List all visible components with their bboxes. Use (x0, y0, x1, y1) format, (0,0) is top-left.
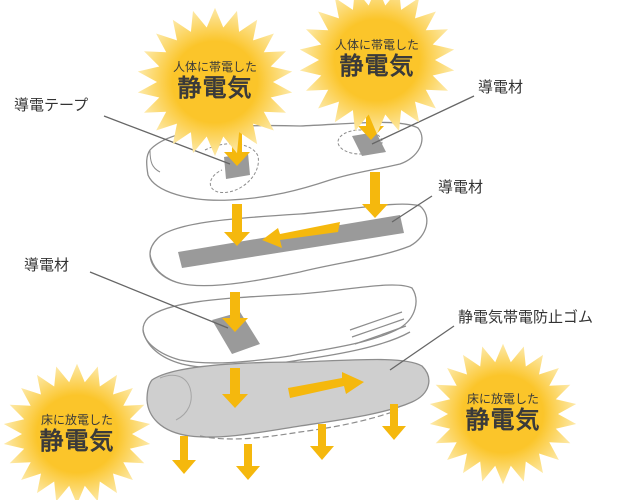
static-bursts (3, 0, 577, 500)
conductive-strip-lower (212, 312, 260, 354)
burst-bottom-right-line1: 床に放電した (466, 392, 539, 406)
burst-top-left-line2: 静電気 (177, 74, 253, 102)
label-conductive-material-top: 導電材 (478, 78, 524, 96)
burst-bottom-right-line2: 静電気 (465, 406, 541, 434)
burst-bottom-right: 床に放電した 静電気 (438, 392, 568, 434)
burst-top-right-shape (299, 0, 455, 135)
burst-top-right: 人体に帯電した 静電気 (312, 38, 442, 80)
conductive-strip-middle (178, 215, 404, 268)
burst-bottom-left: 床に放電した 静電気 (12, 413, 142, 455)
burst-top-left-line1: 人体に帯電した (172, 60, 257, 74)
burst-bottom-left-shape (3, 363, 151, 500)
midsole-layer (149, 203, 428, 287)
leader-lines (89, 95, 475, 371)
label-conductive-material-mid: 導電材 (438, 178, 484, 196)
burst-bottom-left-line2: 静電気 (39, 427, 115, 455)
burst-bottom-right-shape (429, 343, 577, 485)
label-conductive-material-left: 導電材 (24, 256, 70, 274)
burst-top-right-line2: 静電気 (339, 52, 415, 80)
label-conductive-tape: 導電テープ (14, 96, 89, 114)
burst-top-right-line1: 人体に帯電した (334, 38, 419, 52)
burst-bottom-left-line1: 床に放電した (40, 413, 113, 427)
rubber-outsole (146, 358, 430, 440)
lower-sole-layer (142, 284, 417, 369)
label-antistatic-rubber: 静電気帯電防止ゴム (458, 308, 594, 326)
burst-top-left: 人体に帯電した 静電気 (150, 60, 280, 102)
burst-top-left-shape (137, 7, 293, 157)
conductive-strip-top (352, 132, 386, 156)
